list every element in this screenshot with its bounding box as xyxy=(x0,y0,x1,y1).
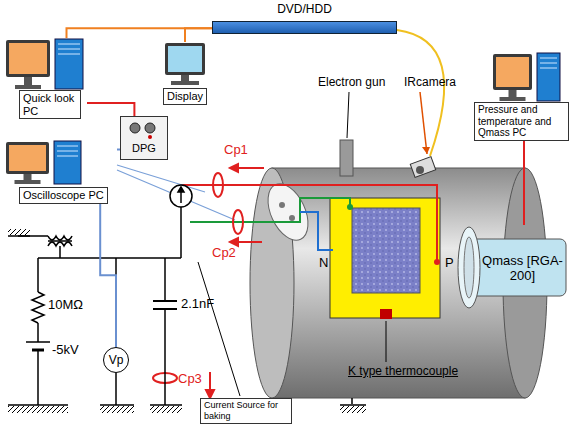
gauge-label: DPG xyxy=(121,141,167,155)
monitor-icon xyxy=(163,42,207,86)
computer-label: Oscilloscope PC xyxy=(19,187,108,204)
signal-cable xyxy=(523,141,525,226)
computer-box: Oscilloscope PC xyxy=(5,140,117,204)
storage-bar-shape xyxy=(212,21,397,34)
computer-icon xyxy=(5,38,85,90)
part-label: IRcamera xyxy=(404,76,456,90)
terminal-label: N xyxy=(319,256,328,271)
video-cable xyxy=(397,30,444,156)
probe-label: Cp1 xyxy=(224,143,248,158)
storage-bar: DVD/HDD xyxy=(212,2,397,34)
display-box: Display xyxy=(158,42,212,105)
sample-holder xyxy=(330,198,440,319)
terminal-label: P xyxy=(445,256,454,271)
mass-spectrometer: Qmass [RGA-200] xyxy=(455,225,570,310)
gauge-knobs xyxy=(121,117,163,141)
part-label: K type thermocouple xyxy=(348,365,458,379)
voltmeter-circle: Vp xyxy=(103,347,129,373)
current-source-symbol xyxy=(170,185,192,258)
probe-label: Cp2 xyxy=(212,246,236,261)
signal-cable xyxy=(185,28,212,42)
storage-label: DVD/HDD xyxy=(212,2,397,17)
value-label: 2.1nF xyxy=(181,297,214,312)
computer-box: Pressure and temperature and Qmass PC xyxy=(474,52,569,141)
display-label: Display xyxy=(163,88,207,105)
mass-spec-label: Qmass [RGA-200] xyxy=(479,253,566,283)
meter-label: Vp xyxy=(109,353,124,367)
gauge-box: DPG xyxy=(120,116,168,160)
signal-cable xyxy=(87,103,134,116)
note-box: Current Source for baking xyxy=(200,398,292,424)
computer-icon xyxy=(492,52,562,102)
ground-symbols xyxy=(8,229,366,413)
computer-box: Quick look PC xyxy=(5,38,87,119)
probe-label: Cp3 xyxy=(178,372,202,387)
value-label: -5kV xyxy=(52,343,79,358)
value-label: 10MΩ xyxy=(48,298,83,313)
computer-label: Quick look PC xyxy=(19,90,81,119)
computer-icon xyxy=(5,140,83,185)
electron-gun xyxy=(340,140,353,176)
note-text: Current Source for baking xyxy=(204,400,288,422)
computer-label: Pressure and temperature and Qmass PC xyxy=(474,102,569,141)
part-label: Electron gun xyxy=(318,76,385,90)
ir-camera xyxy=(410,157,435,178)
signal-cable xyxy=(100,204,116,347)
signal-cable xyxy=(67,28,213,38)
